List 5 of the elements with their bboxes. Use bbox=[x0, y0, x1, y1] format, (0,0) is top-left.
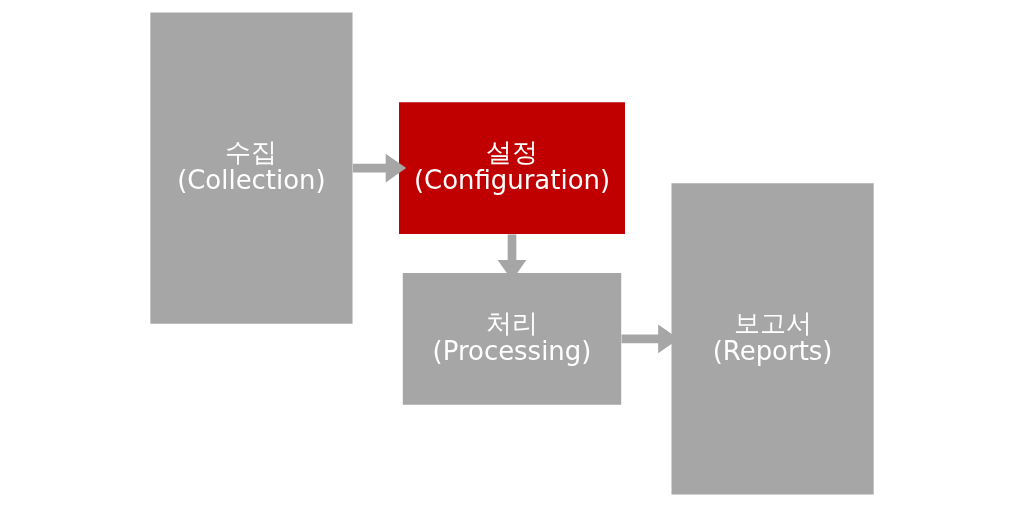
node-box: 수집 (Collection) bbox=[150, 12, 353, 324]
node-box: 처리 (Processing) bbox=[402, 272, 622, 405]
node-box: 설정 (Configuration) bbox=[399, 102, 625, 235]
arrow bbox=[352, 153, 407, 183]
node-box: 보고서 (Reports) bbox=[671, 183, 874, 495]
